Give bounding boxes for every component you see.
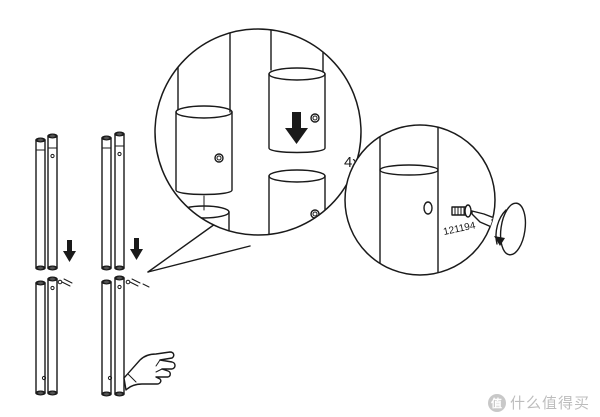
- detail-down-arrow-icon: [285, 112, 308, 144]
- watermark-badge-icon: 值: [487, 393, 506, 412]
- callout-leader-lines: [147, 223, 251, 273]
- detail-circle-small: 121194: [344, 124, 496, 276]
- middle-lower-tube-pair: [101, 275, 125, 397]
- middle-screw-icon: [125, 278, 150, 288]
- screwdriver-icon: [471, 210, 495, 243]
- left-upper-tube-pair: [35, 133, 58, 271]
- middle-down-arrow-icon: [130, 238, 143, 260]
- watermark-text: 什么值得买: [509, 394, 590, 412]
- left-down-arrow-icon: [63, 240, 76, 262]
- middle-upper-tube-pair: [101, 131, 125, 271]
- left-screw-icon: [57, 278, 73, 287]
- screw-icon: [451, 204, 472, 218]
- watermark: 值 什么值得买: [487, 392, 590, 413]
- detail-circle-large: [154, 28, 362, 236]
- left-lower-tube-pair: [35, 276, 58, 396]
- pointing-hand-icon: [123, 351, 176, 391]
- rotate-clockwise-icon: [494, 202, 527, 256]
